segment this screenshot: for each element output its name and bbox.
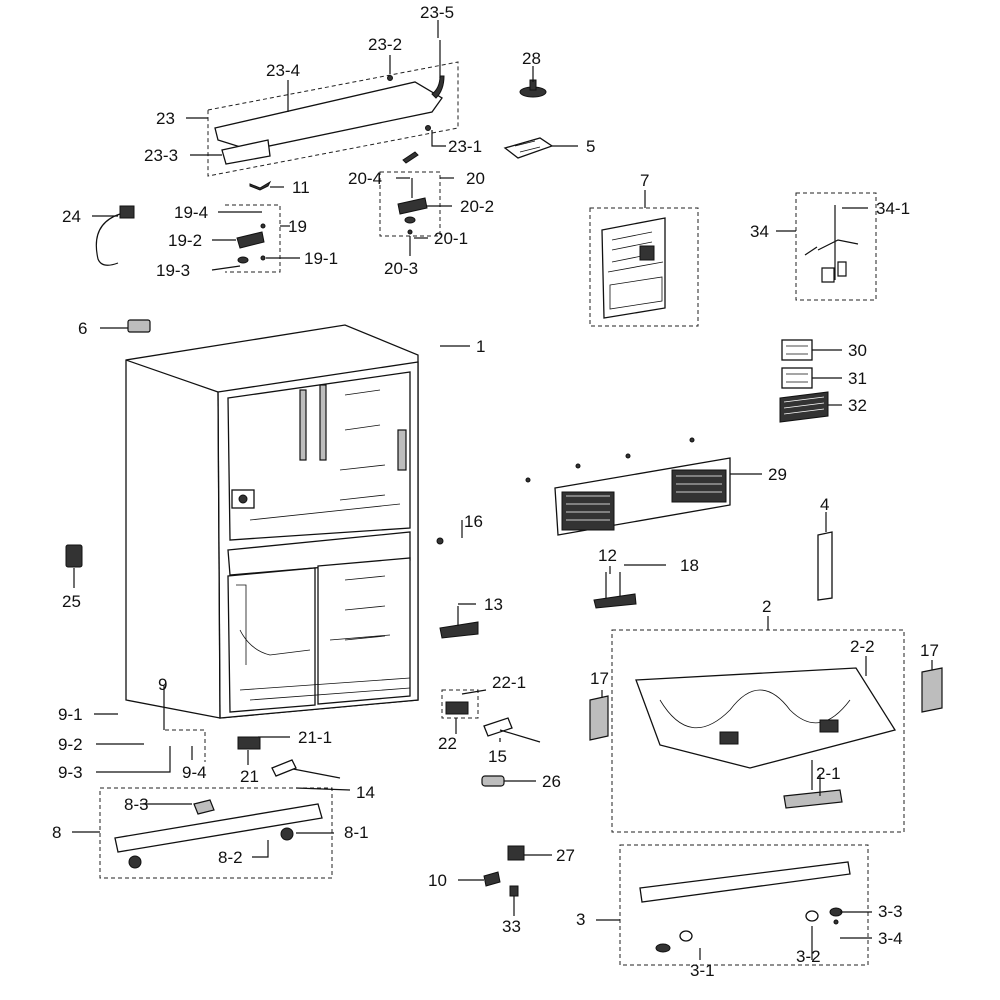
callout-27: 27 <box>556 846 575 865</box>
callout-22-1: 22-1 <box>492 673 526 692</box>
callout-34: 34 <box>750 222 769 241</box>
callout-9: 9 <box>158 675 167 694</box>
hinge-19-part <box>236 223 266 264</box>
callout-20-1: 20-1 <box>434 229 468 248</box>
callout-3-2: 3-2 <box>796 947 821 966</box>
callout-2-2: 2-2 <box>850 637 875 656</box>
callout-9-2: 9-2 <box>58 735 83 754</box>
callout-3-4: 3-4 <box>878 929 903 948</box>
callout-18: 18 <box>680 556 699 575</box>
callout-labels: 1 2 2-1 2-2 3 3-1 3-2 3-3 3-4 4 5 6 7 8 … <box>52 3 939 980</box>
panel-7-part <box>601 217 666 319</box>
misc-bottom-parts <box>237 701 541 897</box>
group-box-23 <box>207 61 459 177</box>
callout-19-2: 19-2 <box>168 231 202 250</box>
part-6-shape <box>127 319 151 333</box>
callout-29: 29 <box>768 465 787 484</box>
callout-20: 20 <box>466 169 485 188</box>
callout-8-2: 8-2 <box>218 848 243 867</box>
callout-15: 15 <box>488 747 507 766</box>
callout-28: 28 <box>522 49 541 68</box>
cabinet-part <box>125 324 419 719</box>
leader-lines <box>72 20 933 960</box>
callout-5: 5 <box>586 137 595 156</box>
callout-24: 24 <box>62 207 81 226</box>
group-box-34 <box>795 192 877 301</box>
power-cord-part <box>95 205 135 266</box>
callout-10: 10 <box>428 871 447 890</box>
callout-19-3: 19-3 <box>156 261 190 280</box>
callout-16: 16 <box>464 512 483 531</box>
duct-4-part <box>817 531 833 601</box>
group-box-9 <box>165 729 206 762</box>
evaporator-2-part <box>589 667 943 809</box>
callout-23-3: 23-3 <box>144 146 178 165</box>
group-box-20 <box>379 171 441 237</box>
callout-23: 23 <box>156 109 175 128</box>
callout-4: 4 <box>820 495 829 514</box>
callout-30: 30 <box>848 341 867 360</box>
callout-13: 13 <box>484 595 503 614</box>
callout-22: 22 <box>438 734 457 753</box>
callout-23-2: 23-2 <box>368 35 402 54</box>
group-box-7 <box>589 207 699 327</box>
misc-top-parts <box>249 79 554 191</box>
callout-17-left: 17 <box>590 669 609 688</box>
callout-1: 1 <box>476 337 485 356</box>
group-boxes <box>99 61 905 966</box>
callout-19-1: 19-1 <box>304 249 338 268</box>
callout-14: 14 <box>356 783 375 802</box>
bracket-8-part <box>114 799 323 869</box>
callout-6: 6 <box>78 319 87 338</box>
callout-7: 7 <box>640 171 649 190</box>
callout-21: 21 <box>240 767 259 786</box>
callout-17-right: 17 <box>920 641 939 660</box>
callout-8-1: 8-1 <box>344 823 369 842</box>
callout-21-1: 21-1 <box>298 728 332 747</box>
cover-29-part <box>525 437 731 536</box>
callout-12: 12 <box>598 546 617 565</box>
callout-3-3: 3-3 <box>878 902 903 921</box>
callout-23-1: 23-1 <box>448 137 482 156</box>
callout-9-1: 9-1 <box>58 705 83 724</box>
boards-30-32-parts <box>779 339 829 423</box>
callout-23-5: 23-5 <box>420 3 454 22</box>
callout-9-4: 9-4 <box>182 763 207 782</box>
callout-25: 25 <box>62 592 81 611</box>
callout-9-3: 9-3 <box>58 763 83 782</box>
callout-2-1: 2-1 <box>816 764 841 783</box>
callout-8-3: 8-3 <box>124 795 149 814</box>
group-box-19 <box>225 204 281 273</box>
bracket-3-part <box>639 861 851 953</box>
callout-20-4: 20-4 <box>348 169 382 188</box>
callout-31: 31 <box>848 369 867 388</box>
callout-26: 26 <box>542 772 561 791</box>
callout-3-1: 3-1 <box>690 961 715 980</box>
callout-2: 2 <box>762 597 771 616</box>
small-brackets <box>65 537 637 639</box>
callout-34-1: 34-1 <box>876 199 910 218</box>
wire-harness-34-part <box>804 205 859 283</box>
callout-32: 32 <box>848 396 867 415</box>
callout-20-3: 20-3 <box>384 259 418 278</box>
callout-23-4: 23-4 <box>266 61 300 80</box>
callout-19: 19 <box>288 217 307 236</box>
group-box-3 <box>619 844 869 966</box>
callout-19-4: 19-4 <box>174 203 208 222</box>
top-hinge-bracket-part <box>214 40 445 165</box>
callout-11: 11 <box>292 178 310 197</box>
group-box-22 <box>441 689 479 719</box>
callout-33: 33 <box>502 917 521 936</box>
callout-3: 3 <box>576 910 585 929</box>
group-box-2 <box>611 629 905 833</box>
callout-20-2: 20-2 <box>460 197 494 216</box>
hinge-20-part <box>397 178 428 235</box>
callout-8: 8 <box>52 823 61 842</box>
